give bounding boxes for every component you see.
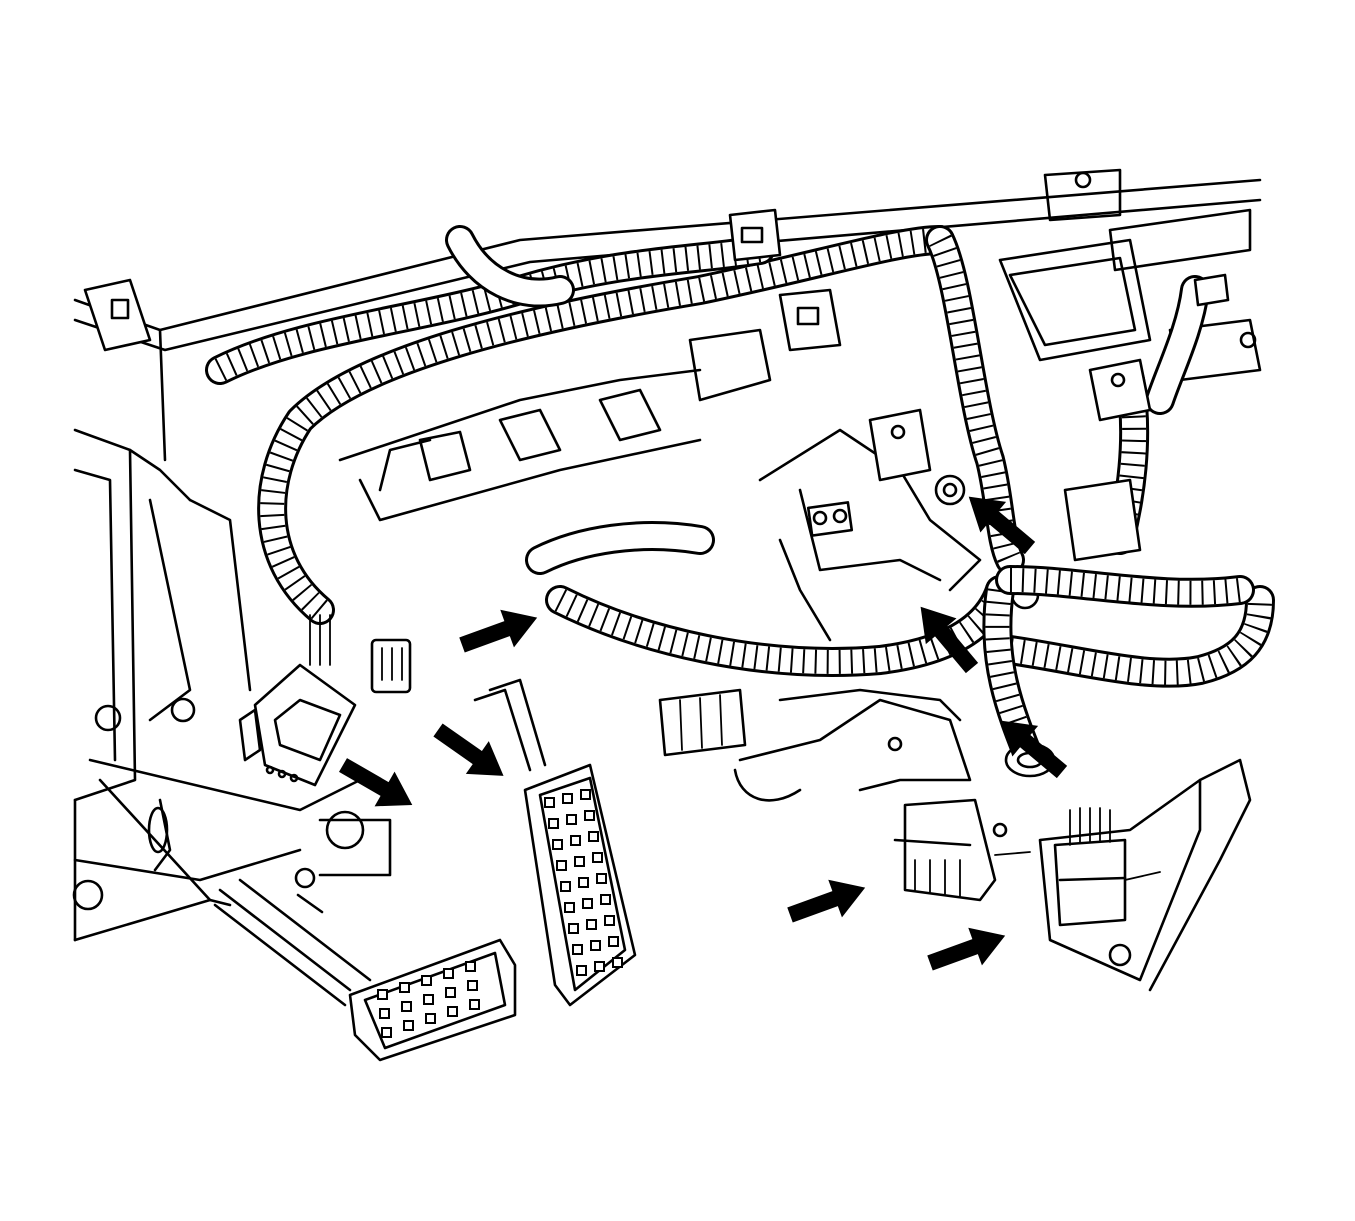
callout-arrows — [339, 496, 1068, 971]
arrow-harness-upper-left — [459, 609, 538, 653]
brake-pad-hole — [425, 1013, 436, 1024]
arrow-connector-center-right — [920, 606, 979, 674]
accelerator-pad-hole — [592, 852, 603, 863]
brake-pad-hole — [401, 1001, 412, 1012]
accelerator-pad-hole — [586, 919, 597, 930]
accelerator-pad-hole — [580, 789, 591, 800]
connector-top-left — [83, 278, 152, 352]
accelerator-pad-hole — [594, 961, 605, 972]
accelerator-pad-hole — [570, 835, 581, 846]
brake-pad-hole — [469, 999, 480, 1010]
brake-pad-hole — [421, 975, 432, 986]
accelerator-pad-hole — [564, 902, 575, 913]
accelerator-pad-hole — [568, 923, 579, 934]
brake-pad-hole — [379, 1008, 390, 1019]
accelerator-pad-hole — [572, 944, 583, 955]
connector-bottom-center — [893, 798, 1031, 902]
arrow-connector-lower-right — [1000, 720, 1068, 779]
accelerator-pad-hole — [544, 797, 555, 808]
brake-pad-hole — [467, 980, 478, 991]
accelerator-pad-hole — [584, 810, 595, 821]
accelerator-pad-hole — [588, 831, 599, 842]
brake-pad-hole — [377, 989, 388, 1000]
connector-left — [238, 663, 357, 787]
connector-mid-lower — [658, 688, 747, 757]
brake-pad-hole — [465, 961, 476, 972]
connector-bottom-right — [1053, 807, 1161, 927]
connector-top-center — [728, 208, 842, 352]
arrow-harness-mid-left — [433, 723, 504, 776]
accelerator-pad-hole — [578, 877, 589, 888]
brake-pad-hole — [443, 968, 454, 979]
accelerator-pad-hole — [552, 839, 563, 850]
accelerator-pad-hole — [566, 814, 577, 825]
pedal-pad-holes — [377, 789, 623, 1038]
accelerator-pad-hole — [574, 856, 585, 867]
connector-right-upper — [868, 273, 1230, 562]
connector-pin-plug — [309, 614, 412, 694]
accelerator-pad-hole — [548, 818, 559, 829]
accelerator-pad-hole — [596, 873, 607, 884]
accelerator-pad-hole — [608, 936, 619, 947]
accelerator-pad-hole — [582, 898, 593, 909]
connectors — [83, 208, 1230, 927]
brake-pad-hole — [381, 1027, 392, 1038]
dash-structure — [72, 168, 1262, 992]
arrow-grommet-right — [968, 496, 1036, 555]
accelerator-pad-hole — [590, 940, 601, 951]
accelerator-pad-hole — [576, 965, 587, 976]
accelerator-pad-hole — [612, 957, 623, 968]
brake-pad-hole — [447, 1006, 458, 1017]
brake-pad-hole — [403, 1020, 414, 1031]
accelerator-pad-hole — [560, 881, 571, 892]
brake-pad-hole — [445, 987, 456, 998]
arrow-connector-bottom-a — [787, 879, 866, 923]
brake-pad-hole — [399, 982, 410, 993]
brake-pad-hole — [423, 994, 434, 1005]
accelerator-pad-hole — [556, 860, 567, 871]
accelerator-pad-hole — [600, 894, 611, 905]
arrow-connector-bottom-b — [927, 927, 1006, 971]
accelerator-pad-hole — [604, 915, 615, 926]
accelerator-pad-hole — [562, 793, 573, 804]
arrow-connector-left — [339, 758, 413, 807]
